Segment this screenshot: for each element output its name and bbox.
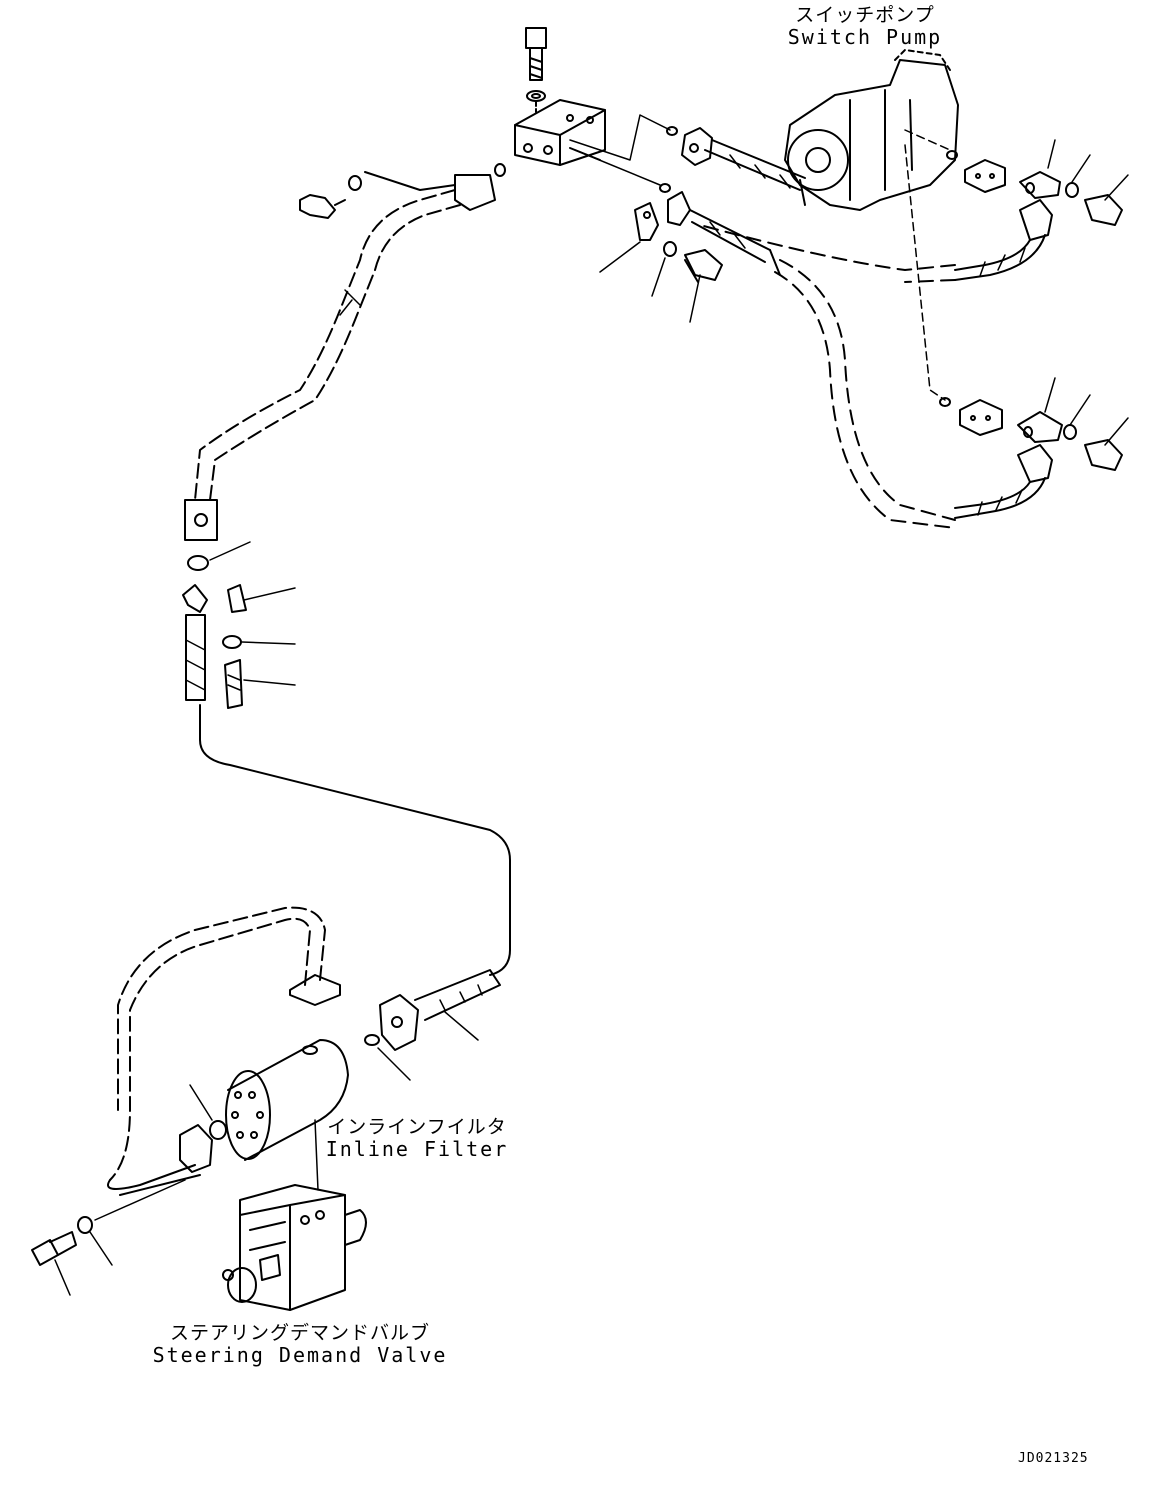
inline-filter xyxy=(225,1039,349,1161)
inline-filter-label-jp: インラインフイルタ xyxy=(327,1116,507,1138)
hose-to-filter xyxy=(199,704,511,976)
switch-pump-label-en: Switch Pump xyxy=(787,25,943,49)
drawing-id: JD021325 xyxy=(1018,1451,1089,1466)
steering-valve-label-jp: ステアリングデマンドバルブ xyxy=(169,1322,430,1344)
filter-loop-pipe xyxy=(107,906,341,1196)
filter-inlet-hose xyxy=(364,969,501,1081)
switch-pump-label-jp: スイッチポンプ xyxy=(795,4,935,26)
pump-hose-lower xyxy=(667,191,956,529)
steel-pipe-left xyxy=(184,171,496,541)
pump-hose-upper xyxy=(681,127,806,206)
switch-pump xyxy=(784,49,959,211)
steering-valve-label-en: Steering Demand Valve xyxy=(152,1343,448,1367)
flange-clamp-set-upper xyxy=(634,202,723,283)
manifold-block xyxy=(514,99,606,166)
steering-demand-valve xyxy=(222,1119,367,1311)
steering-valve-label: ステアリングデマンドバルブ Steering Demand Valve xyxy=(150,1322,450,1366)
inline-filter-label: インラインフイルタ Inline Filter xyxy=(322,1116,512,1160)
bottom-bolt-set xyxy=(31,1179,186,1296)
pump-outlet-parts xyxy=(904,129,1129,226)
switch-pump-label: スイッチポンプ Switch Pump xyxy=(760,4,970,48)
inline-filter-label-en: Inline Filter xyxy=(325,1137,509,1161)
pump-hose-right xyxy=(699,199,1053,283)
left-fittings xyxy=(182,541,296,709)
lower-right-parts xyxy=(939,377,1129,519)
top-bolt xyxy=(525,27,547,113)
